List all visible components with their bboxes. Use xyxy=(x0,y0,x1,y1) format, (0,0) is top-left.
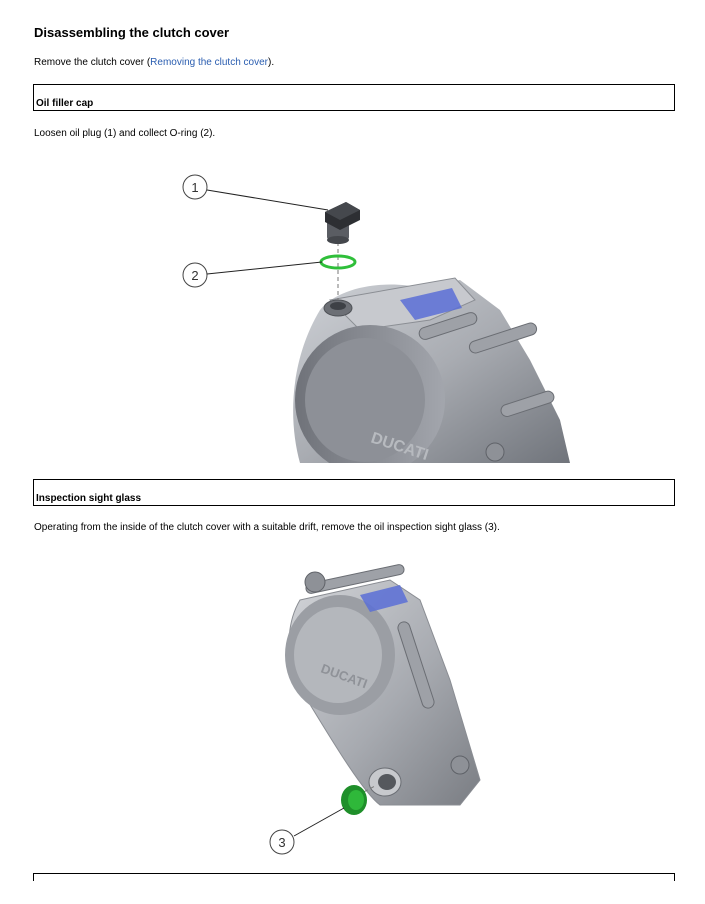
section-heading-inspection-sight-glass: Inspection sight glass xyxy=(36,493,142,504)
callout-3-label: 3 xyxy=(278,835,285,850)
callout-1: 1 xyxy=(182,174,329,211)
callout-1-label: 1 xyxy=(191,180,198,195)
oil-plug-part xyxy=(325,202,360,244)
next-section-box-edge xyxy=(33,873,675,881)
intro-text-before: Remove the clutch cover ( xyxy=(34,57,151,68)
callout-2: 2 xyxy=(182,261,323,288)
clutch-cover-illustration: DUCATI xyxy=(293,277,570,463)
removing-clutch-cover-link[interactable]: Removing the clutch cover xyxy=(150,57,269,68)
callout-3: 3 xyxy=(269,807,345,855)
intro-paragraph: Remove the clutch cover (Removing the cl… xyxy=(34,57,274,68)
callout-2-label: 2 xyxy=(191,268,198,283)
inspection-sight-glass-instruction: Operating from the inside of the clutch … xyxy=(34,522,500,533)
sight-glass-part xyxy=(341,785,367,815)
oil-filler-cap-instruction: Loosen oil plug (1) and collect O-ring (… xyxy=(34,128,216,139)
intro-text-after: ). xyxy=(268,57,275,68)
figure-oil-filler-cap: DUCATI 1 2 xyxy=(182,174,570,463)
section-header-inspection-sight-glass: Inspection sight glass xyxy=(33,479,675,506)
page-title: Disassembling the clutch cover xyxy=(34,25,230,40)
section-header-oil-filler-cap: Oil filler cap xyxy=(33,84,675,111)
figure-inspection-sight-glass: DUCATI 3 xyxy=(269,564,481,855)
section-heading-oil-filler-cap: Oil filler cap xyxy=(36,98,94,109)
clutch-cover-rear-illustration: DUCATI xyxy=(285,564,481,806)
